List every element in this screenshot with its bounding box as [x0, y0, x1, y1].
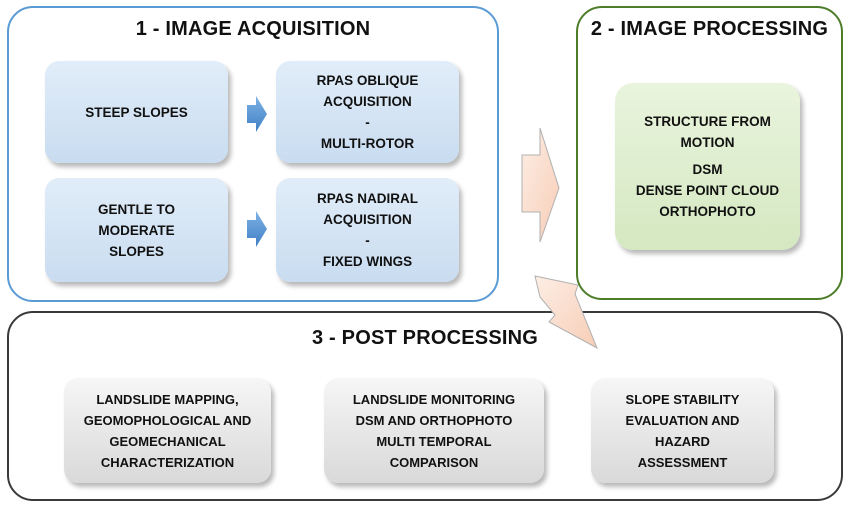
rpas-nadiral-box: RPAS NADIRAL ACQUISITION - FIXED WINGS — [276, 178, 459, 282]
rpas-oblique-box: RPAS OBLIQUE ACQUISITION - MULTI-ROTOR — [276, 61, 459, 163]
arrow-right-icon — [247, 96, 267, 132]
gentle-slopes-text: GENTLE TO MODERATE SLOPES — [97, 201, 175, 259]
steep-slopes-box: STEEP SLOPES — [45, 61, 228, 163]
structure-from-motion-box: STRUCTURE FROM MOTION DSM DENSE POINT CL… — [615, 83, 800, 250]
steep-slopes-text: STEEP SLOPES — [85, 104, 188, 120]
image-acquisition-title: 1 - IMAGE ACQUISITION — [135, 18, 371, 40]
landslide-monitoring-text: LANDSLIDE MONITORING DSM AND ORTHOPHOTO … — [352, 391, 516, 470]
big-arrow-down-right-icon — [534, 275, 598, 350]
slope-stability-text: SLOPE STABILITY EVALUATION AND HAZARD AS… — [625, 391, 740, 470]
slope-stability-box: SLOPE STABILITY EVALUATION AND HAZARD AS… — [591, 378, 774, 483]
post-processing-title: 3 - POST PROCESSING — [311, 327, 539, 349]
landslide-mapping-box: LANDSLIDE MAPPING, GEOMOPHOLOGICAL AND G… — [64, 378, 271, 483]
gentle-slopes-box: GENTLE TO MODERATE SLOPES — [45, 178, 228, 282]
arrow-right-icon — [247, 211, 267, 247]
image-processing-title: 2 - IMAGE PROCESSING — [590, 18, 829, 40]
structure-from-motion-text: STRUCTURE FROM MOTION DSM DENSE POINT CL… — [635, 114, 780, 219]
landslide-monitoring-box: LANDSLIDE MONITORING DSM AND ORTHOPHOTO … — [324, 378, 544, 483]
landslide-mapping-text: LANDSLIDE MAPPING, GEOMOPHOLOGICAL AND G… — [83, 391, 252, 470]
rpas-oblique-text: RPAS OBLIQUE ACQUISITION - MULTI-ROTOR — [316, 73, 419, 151]
big-arrow-right-icon — [521, 127, 560, 243]
rpas-nadiral-text: RPAS NADIRAL ACQUISITION - FIXED WINGS — [317, 191, 418, 269]
